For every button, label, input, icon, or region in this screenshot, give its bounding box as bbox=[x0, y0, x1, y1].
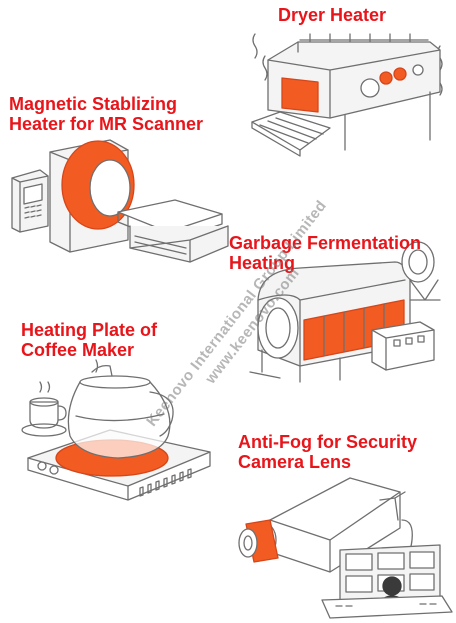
label-mr-scanner-heater: Magnetic Stablizing Heater for MR Scanne… bbox=[9, 94, 203, 134]
coffee-maker-illustration bbox=[21, 359, 211, 501]
label-dryer-heater: Dryer Heater bbox=[278, 5, 386, 25]
label-line: Dryer Heater bbox=[278, 5, 387, 25]
label-coffee-maker-plate: Heating Plate of Coffee Maker bbox=[21, 320, 157, 360]
label-line: Garbage Fermentation bbox=[229, 233, 422, 253]
label-garbage-fermentation: Garbage Fermentation Heating bbox=[229, 233, 421, 273]
label-line: Anti-Fog for Security bbox=[238, 432, 417, 452]
security-camera-illustration bbox=[238, 477, 453, 619]
label-camera-anti-fog: Anti-Fog for Security Camera Lens bbox=[238, 432, 417, 472]
dryer-heater-illustration bbox=[251, 33, 443, 157]
garbage-fermentation-illustration bbox=[249, 241, 441, 383]
label-line: Magnetic Stablizing bbox=[9, 94, 178, 114]
label-line: Camera Lens bbox=[238, 452, 352, 472]
label-line: Heating bbox=[229, 253, 296, 273]
label-line: Heater for MR Scanner bbox=[9, 114, 204, 134]
label-line: Coffee Maker bbox=[21, 340, 135, 360]
label-line: Heating Plate of bbox=[21, 320, 158, 340]
dryer-heater-element bbox=[281, 77, 319, 113]
mr-scanner-illustration bbox=[11, 139, 229, 263]
